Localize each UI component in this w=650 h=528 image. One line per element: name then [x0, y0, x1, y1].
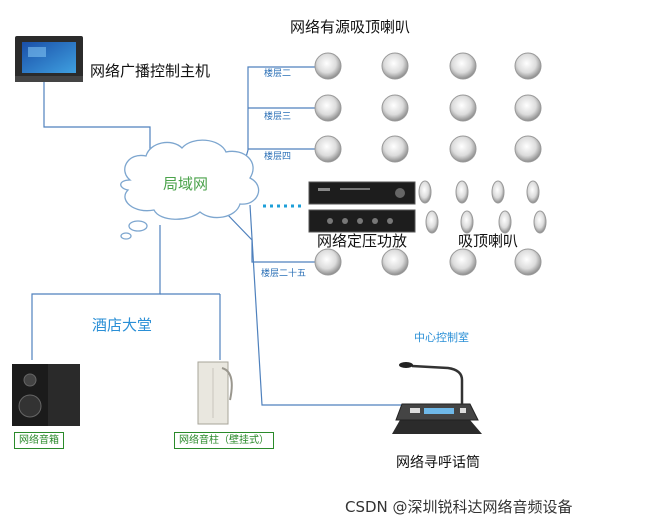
column-speaker-label: 网络音柱（壁挂式） — [174, 432, 274, 449]
speaker-icon — [460, 210, 474, 234]
speaker-icon — [314, 52, 342, 80]
speaker-icon — [514, 94, 542, 122]
cloud-label: 局域网 — [163, 175, 209, 193]
floor-label-4: 楼层四 — [264, 152, 292, 162]
host-label: 网络广播控制主机 — [90, 62, 211, 80]
speaker-icon — [314, 94, 342, 122]
box-speaker-label: 网络音箱 — [14, 432, 64, 449]
speaker-icon — [381, 135, 409, 163]
speaker-icon — [514, 248, 542, 276]
mic-link — [249, 204, 405, 406]
speaker-icon — [449, 94, 477, 122]
amp-label: 网络定压功放 — [317, 232, 408, 250]
mic-label: 网络寻呼话筒 — [396, 455, 480, 471]
amplifier-icon — [308, 181, 416, 233]
active-speaker-row-2 — [314, 94, 542, 122]
box-speaker-icon — [12, 364, 80, 426]
ceiling-speaker-group — [418, 180, 547, 234]
lobby-label: 酒店大堂 — [92, 316, 153, 334]
column-speaker-icon — [197, 361, 233, 425]
speaker-icon — [533, 210, 547, 234]
active-speaker-row-3 — [314, 135, 542, 163]
active-speaker-title: 网络有源吸顶喇叭 — [290, 18, 411, 36]
speaker-icon — [514, 52, 542, 80]
speaker-icon — [314, 248, 342, 276]
control-room-label: 中心控制室 — [414, 331, 469, 344]
floor-label-3: 楼层三 — [264, 112, 292, 122]
host-link — [43, 78, 151, 160]
speaker-icon — [526, 180, 540, 204]
speaker-icon — [514, 135, 542, 163]
speaker-icon — [381, 94, 409, 122]
speaker-icon — [498, 210, 512, 234]
host-monitor-icon — [15, 36, 83, 82]
speaker-icon — [455, 180, 469, 204]
ceiling-speaker-label: 吸顶喇叭 — [458, 232, 519, 250]
speaker-icon — [381, 52, 409, 80]
floor-25-link — [224, 211, 315, 263]
floor-label-25: 楼层二十五 — [261, 269, 307, 279]
floor-label-2: 楼层二 — [264, 69, 292, 79]
speaker-icon — [449, 52, 477, 80]
watermark: CSDN @深圳锐科达网络音频设备 — [345, 498, 573, 516]
speaker-icon — [314, 135, 342, 163]
speaker-icon — [449, 248, 477, 276]
active-speaker-row-1 — [314, 52, 542, 80]
paging-microphone-icon — [392, 362, 482, 434]
lobby-link — [31, 225, 161, 360]
speaker-icon — [418, 180, 432, 204]
speaker-icon — [449, 135, 477, 163]
active-speaker-row-4 — [314, 248, 542, 276]
lan-cloud-icon — [120, 139, 260, 240]
speaker-icon — [425, 210, 439, 234]
speaker-icon — [491, 180, 505, 204]
speaker-icon — [381, 248, 409, 276]
